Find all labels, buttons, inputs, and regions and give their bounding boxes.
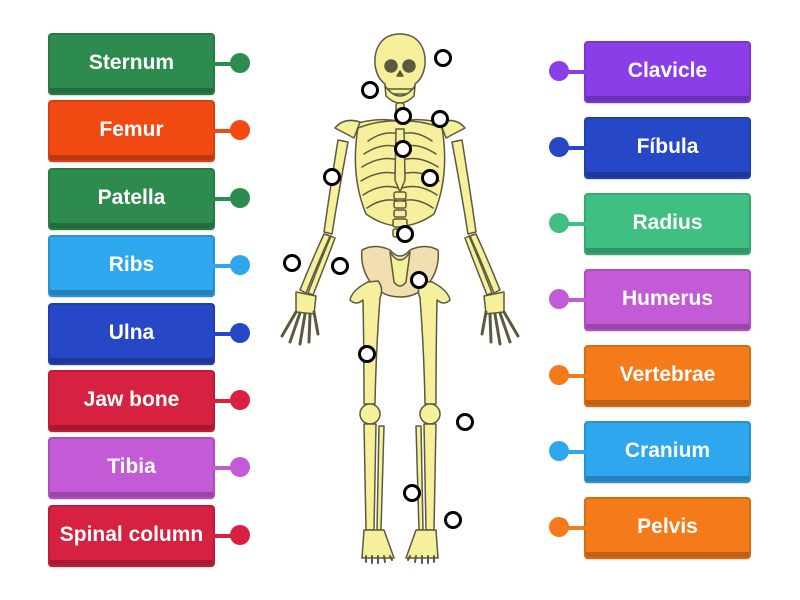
femur-right [417,280,451,405]
connector-ulna [213,332,235,336]
drop-target-3[interactable] [394,107,412,125]
drop-target-12[interactable] [358,345,376,363]
handle-dot-pelvis[interactable] [549,517,569,537]
handle-dot-patella[interactable] [230,188,250,208]
handle-dot-spinal-column[interactable] [230,525,250,545]
handle-dot-fibula[interactable] [549,137,569,157]
handle-dot-vertebrae[interactable] [549,365,569,385]
drop-target-5[interactable] [394,140,412,158]
connector-radius [565,222,587,226]
label-patella[interactable]: Patella [48,168,215,230]
connector-jaw-bone [213,399,235,403]
drop-target-7[interactable] [421,169,439,187]
handle-dot-humerus[interactable] [549,289,569,309]
connector-fibula [565,146,587,150]
drop-target-2[interactable] [361,81,379,99]
connector-cranium [565,450,587,454]
connector-vertebrae [565,374,587,378]
handle-dot-ulna[interactable] [230,323,250,343]
connector-spinal-column [213,534,235,538]
drop-target-6[interactable] [323,168,341,186]
connector-ribs [213,264,235,268]
skull [374,33,426,95]
drop-target-1[interactable] [434,49,452,67]
connector-sternum [213,62,235,66]
drop-target-9[interactable] [283,254,301,272]
handle-dot-ribs[interactable] [230,255,250,275]
label-humerus[interactable]: Humerus [584,269,751,331]
sternum [394,128,406,193]
connector-humerus [565,298,587,302]
label-spinal-column[interactable]: Spinal column [48,505,215,567]
handle-dot-jaw-bone[interactable] [230,390,250,410]
label-tibia[interactable]: Tibia [48,437,215,499]
label-jaw-bone[interactable]: Jaw bone [48,370,215,432]
handle-dot-clavicle[interactable] [549,61,569,81]
label-pelvis[interactable]: Pelvis [584,497,751,559]
drop-target-4[interactable] [431,110,449,128]
handle-dot-sternum[interactable] [230,53,250,73]
drop-target-15[interactable] [444,511,462,529]
drop-target-8[interactable] [396,225,414,243]
label-fibula[interactable]: Fíbula [584,117,751,179]
drop-target-14[interactable] [403,484,421,502]
jaw [384,85,416,104]
handle-dot-tibia[interactable] [230,457,250,477]
label-ulna[interactable]: Ulna [48,303,215,365]
label-ribs[interactable]: Ribs [48,235,215,297]
drop-target-10[interactable] [331,257,349,275]
label-radius[interactable]: Radius [584,193,751,255]
label-femur[interactable]: Femur [48,100,215,162]
handle-dot-cranium[interactable] [549,441,569,461]
connector-femur [213,129,235,133]
label-sternum[interactable]: Sternum [48,33,215,95]
label-clavicle[interactable]: Clavicle [584,41,751,103]
label-vertebrae[interactable]: Vertebrae [584,345,751,407]
connector-pelvis [565,526,587,530]
drop-target-13[interactable] [456,413,474,431]
connector-clavicle [565,70,587,74]
handle-dot-femur[interactable] [230,120,250,140]
femur-left [349,280,383,405]
connector-patella [213,197,235,201]
drop-target-11[interactable] [410,271,428,289]
label-cranium[interactable]: Cranium [584,421,751,483]
handle-dot-radius[interactable] [549,213,569,233]
connector-tibia [213,466,235,470]
